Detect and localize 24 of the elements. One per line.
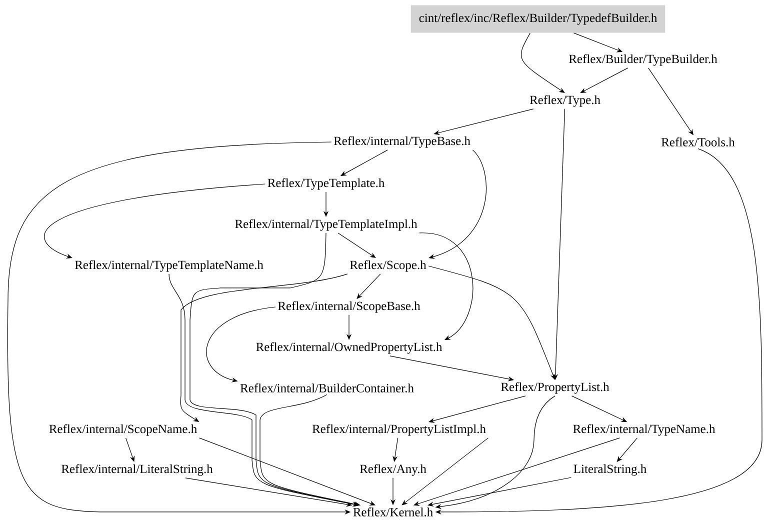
file-name: Reflex/internal/TypeBase.h [334,136,470,148]
file-name: Reflex/Any.h [360,464,426,476]
file-name: Reflex/internal/TypeName.h [573,424,716,436]
file-name: Reflex/internal/TypeTemplateName.h [74,260,264,272]
arrow [428,396,526,423]
file-name: Reflex/internal/ScopeName.h [49,424,197,436]
file-name: Reflex/internal/OwnedPropertyList.h [256,342,442,354]
file-name: Reflex/internal/ScopeBase.h [278,301,420,313]
arrow [44,184,266,258]
file-name: Reflex/PropertyList.h [501,382,610,394]
file-name: Reflex/Type.h [530,95,600,107]
file-name: Reflex/Scope.h [350,260,426,272]
arrow [206,306,276,382]
file-name: Reflex/Builder/TypeBuilder.h [569,54,718,66]
file-name: Reflex/internal/PropertyListImpl.h [312,424,486,436]
file-box: cint/reflex/inc/Reflex/Builder/TypedefBuilder.h [410,5,666,33]
file-name: LiteralString.h [574,464,646,476]
file-name: Reflex/Kernel.h [353,508,433,516]
file-name: Reflex/internal/BuilderContainer.h [240,384,414,392]
arrow [402,438,488,506]
file-name: Reflex/TypeTemplate.h [268,178,385,190]
file-name: Reflex/Tools.h [661,138,735,146]
file-name: Reflex/internal/TypeTemplateImpl.h [235,219,418,231]
file-name: Reflex/internal/LiteralString.h [62,464,213,476]
